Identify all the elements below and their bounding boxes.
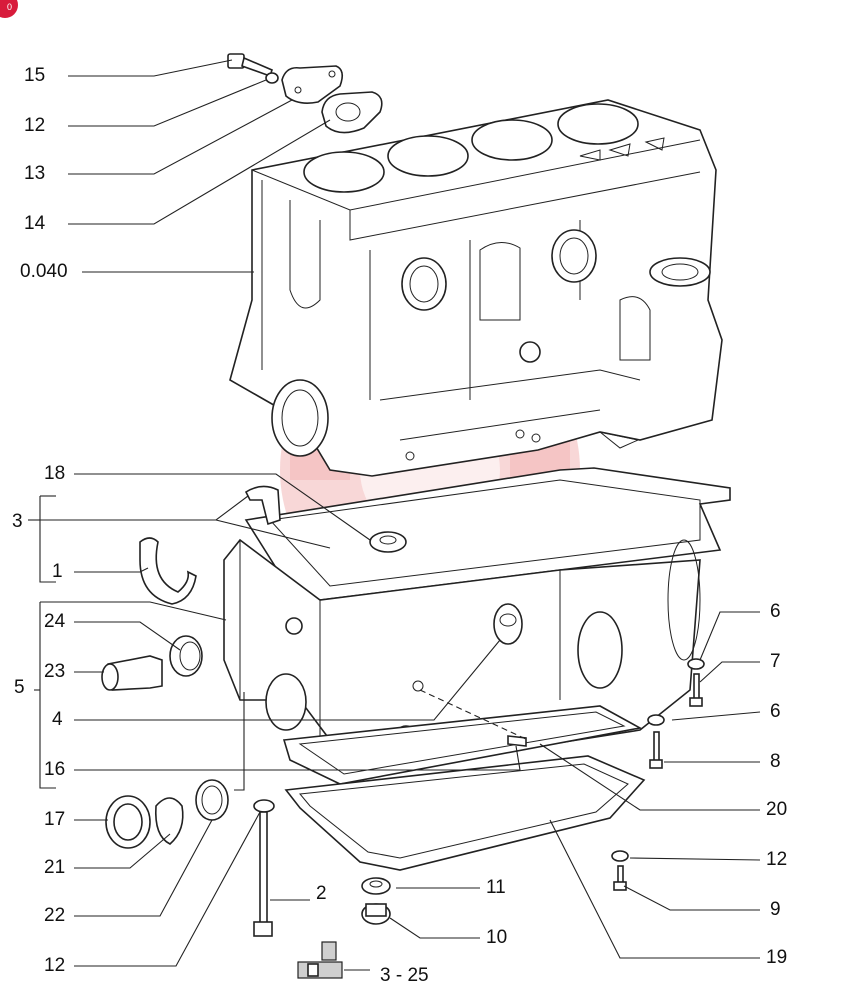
page-ref-icon — [297, 941, 370, 979]
corner-badge: 0 — [0, 0, 18, 18]
label-0-040: 0.040 — [20, 261, 68, 282]
label-1: 1 — [52, 561, 63, 582]
label-17: 17 — [44, 809, 66, 830]
seal-18 — [244, 485, 281, 526]
gasket-14 — [321, 91, 383, 134]
label-12-bottom: 12 — [44, 955, 66, 976]
page-ref-label: 3 - 25 — [380, 965, 429, 986]
washer-12-top — [265, 72, 279, 84]
label-14: 14 — [24, 213, 46, 234]
label-22: 22 — [44, 905, 66, 926]
leader-lines — [28, 59, 761, 967]
label-8: 8 — [770, 751, 781, 772]
bolt-15 — [227, 53, 273, 78]
label-18: 18 — [44, 463, 66, 484]
washer-6-bottom — [647, 714, 665, 726]
ring-22 — [195, 779, 229, 821]
gasket-20 — [282, 705, 643, 785]
label-19: 19 — [766, 947, 788, 968]
label-6-top: 6 — [770, 601, 781, 622]
plug-18 — [369, 531, 407, 553]
oil-pan-19 — [284, 755, 646, 871]
ring-21 — [154, 797, 184, 845]
bolt-8 — [649, 731, 663, 769]
label-12-right: 12 — [766, 849, 788, 870]
label-21: 21 — [44, 857, 66, 878]
bolt-9 — [613, 865, 627, 891]
label-20: 20 — [766, 799, 788, 820]
bolt-7 — [689, 673, 703, 707]
label-9: 9 — [770, 899, 781, 920]
label-24: 24 — [44, 611, 66, 632]
label-15: 15 — [24, 65, 46, 86]
label-7: 7 — [770, 651, 781, 672]
long-bolt-2 — [253, 799, 275, 937]
label-4: 4 — [52, 709, 63, 730]
label-13: 13 — [24, 163, 46, 184]
plug-23 — [101, 655, 163, 691]
cover-plate-13 — [281, 65, 344, 104]
seal-17 — [105, 795, 151, 849]
drain-plug-10 — [361, 903, 391, 925]
label-23: 23 — [44, 661, 66, 682]
washer-6-top — [687, 658, 705, 670]
washer-11 — [361, 877, 391, 895]
label-16: 16 — [44, 759, 66, 780]
label-3: 3 — [12, 511, 23, 532]
dowel-16 — [507, 735, 527, 747]
label-5: 5 — [14, 677, 25, 698]
label-2: 2 — [316, 883, 327, 904]
label-6-bottom: 6 — [770, 701, 781, 722]
cylinder-block — [229, 99, 723, 477]
label-11: 11 — [486, 877, 506, 898]
washer-12-right — [611, 850, 629, 862]
bearing-half-1 — [139, 537, 197, 605]
label-10: 10 — [486, 927, 508, 948]
label-12-top: 12 — [24, 115, 46, 136]
ring-24 — [169, 635, 203, 677]
